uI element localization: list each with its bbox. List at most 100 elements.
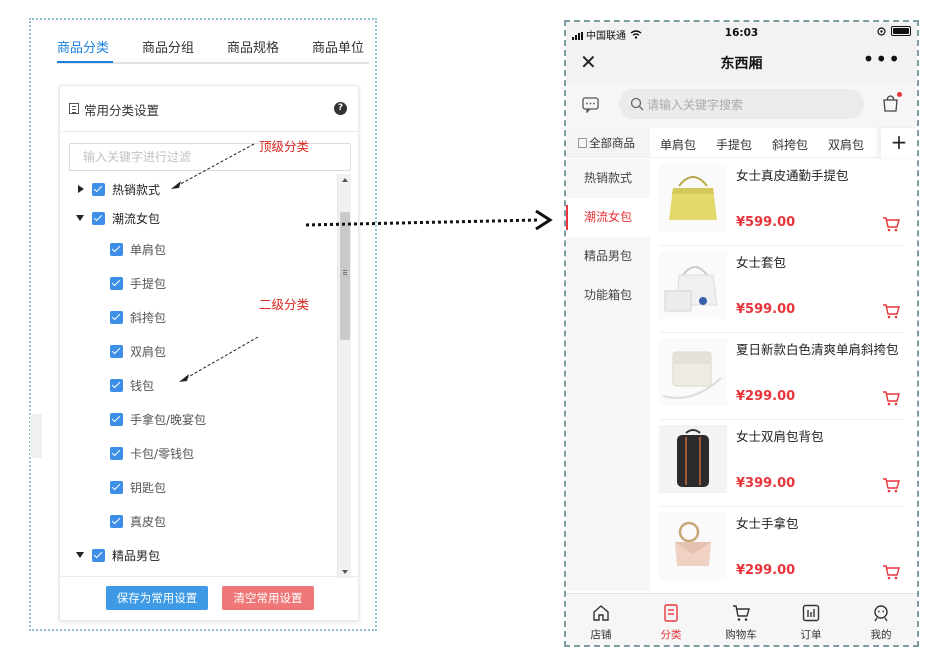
card-footer: 保存为常用设置 清空常用设置	[60, 576, 358, 620]
tab-shoulder-bag[interactable]: 单肩包	[660, 138, 697, 152]
caret-down-icon[interactable]	[76, 213, 86, 223]
tabbar-label: 购物车	[725, 629, 757, 641]
status-bar: 中国联通 16:03	[566, 22, 917, 44]
tabbar-mine[interactable]: 我的	[846, 594, 916, 645]
tab-backpack[interactable]: 双肩包	[828, 138, 865, 152]
tabbar-label: 分类	[660, 629, 682, 641]
tree-node-sub-level[interactable]: 手拿包/晚宴包	[110, 409, 206, 429]
search-icon	[630, 97, 644, 111]
annotation-top-level: 顶级分类	[259, 139, 310, 154]
add-to-cart-icon[interactable]	[882, 216, 900, 232]
add-to-cart-icon[interactable]	[882, 564, 900, 580]
tab-product-spec[interactable]: 商品规格	[227, 41, 280, 56]
tab-crossbody[interactable]: 斜挎包	[772, 138, 809, 152]
tree-node-sub-level[interactable]: 双肩包	[110, 341, 166, 361]
active-indicator	[566, 205, 568, 230]
product-name: 夏日新款白色清爽单肩斜挎包	[736, 342, 899, 357]
checkbox-checked[interactable]	[110, 276, 123, 290]
message-icon[interactable]	[582, 97, 599, 113]
tree-node-sub-level[interactable]: 单肩包	[110, 239, 166, 259]
tree-node-sub-level[interactable]: 斜挎包	[110, 307, 166, 327]
checkbox-checked[interactable]	[110, 412, 123, 426]
search-input[interactable]: 请输入关键字搜索	[619, 89, 864, 119]
sidebar-item-luggage[interactable]: 功能箱包	[583, 288, 632, 302]
add-to-cart-icon[interactable]	[882, 390, 900, 406]
add-to-cart-icon[interactable]	[882, 303, 900, 319]
all-products-tab[interactable]: 全部商品	[566, 128, 650, 158]
checkbox-checked[interactable]	[110, 310, 123, 324]
active-tab-indicator	[57, 61, 113, 63]
tabbar-orders[interactable]: 订单	[776, 594, 846, 645]
wifi-icon	[630, 30, 642, 39]
tree-node-top-level[interactable]: 潮流女包	[76, 208, 160, 228]
tabbar-category[interactable]: 分类	[636, 594, 706, 645]
tabbar-label: 订单	[800, 629, 822, 641]
product-card[interactable]: 女士真皮通勤手提包 ¥599.00	[659, 159, 904, 246]
checkbox-checked[interactable]	[92, 211, 105, 225]
product-name: 女士真皮通勤手提包	[736, 168, 849, 183]
admin-tab-bar: 商品分类 商品分组 商品规格 商品单位	[57, 32, 369, 64]
checkbox-checked[interactable]	[92, 548, 105, 562]
checkbox-checked[interactable]	[92, 182, 105, 196]
sidebar-item-men[interactable]: 精品男包	[583, 249, 632, 263]
mini-program-navbar: ✕ 东西厢 •••	[566, 44, 917, 82]
product-image	[659, 512, 727, 580]
sidebar-item-hot[interactable]: 热销款式	[583, 171, 632, 185]
tab-handbag[interactable]: 手提包	[716, 138, 753, 152]
checkbox-checked[interactable]	[110, 344, 123, 358]
tabbar-label: 我的	[870, 629, 892, 641]
grid-icon	[578, 138, 587, 148]
clear-common-button[interactable]: 清空常用设置	[222, 586, 314, 610]
sidebar-item-women[interactable]: 潮流女包	[566, 198, 650, 237]
checkbox-checked[interactable]	[110, 242, 123, 256]
tree-node-label: 斜挎包	[130, 310, 167, 325]
checkbox-checked[interactable]	[110, 378, 123, 392]
tree-node-sub-level[interactable]: 真皮包	[110, 511, 166, 531]
caret-down-icon[interactable]	[76, 550, 86, 560]
shopping-bag-icon[interactable]	[882, 94, 899, 112]
sidebar-item-label: 潮流女包	[583, 210, 632, 224]
product-image	[659, 164, 727, 232]
tabbar-store[interactable]: 店铺	[566, 594, 636, 645]
help-icon[interactable]: ?	[334, 102, 347, 115]
tree-node-sub-level[interactable]: 钱包	[110, 375, 154, 395]
common-category-card: 常用分类设置 ? 热销款式潮流女包单肩包手提包斜挎包双肩包钱包手拿包/晚宴包卡包…	[59, 85, 359, 621]
close-icon[interactable]: ✕	[580, 50, 597, 74]
category-icon	[664, 604, 678, 622]
scroll-thumb[interactable]	[340, 212, 350, 340]
tree-node-sub-level[interactable]: 卡包/零钱包	[110, 443, 194, 463]
location-lock-icon	[877, 26, 886, 36]
add-to-cart-icon[interactable]	[882, 477, 900, 493]
tabbar-cart[interactable]: 购物车	[706, 594, 776, 645]
product-image	[659, 251, 727, 319]
product-list: 女士真皮通勤手提包 ¥599.00 女士套包 ¥599.00 夏日新款白色清爽单…	[659, 159, 904, 591]
all-products-label: 全部商品	[589, 136, 635, 150]
tree-node-top-level[interactable]: 精品男包	[76, 545, 160, 565]
tab-product-category[interactable]: 商品分类	[57, 41, 110, 56]
checkbox-checked[interactable]	[110, 446, 123, 460]
tree-scrollbar[interactable]	[337, 174, 351, 578]
product-card[interactable]: 女士套包 ¥599.00	[659, 246, 904, 333]
product-card[interactable]: 女士手拿包 ¥299.00	[659, 507, 904, 594]
save-as-common-button[interactable]: 保存为常用设置	[106, 586, 208, 610]
product-card[interactable]: 女士双肩包背包 ¥399.00	[659, 420, 904, 507]
search-placeholder: 请输入关键字搜索	[647, 98, 744, 112]
more-icon[interactable]: •••	[862, 47, 901, 71]
checkbox-checked[interactable]	[110, 480, 123, 494]
scroll-up-arrow-icon[interactable]	[342, 178, 348, 182]
store-title: 东西厢	[720, 56, 763, 72]
product-card[interactable]: 夏日新款白色清爽单肩斜挎包 ¥299.00	[659, 333, 904, 420]
tree-node-label: 钥匙包	[130, 480, 167, 495]
caret-right-icon[interactable]	[76, 184, 86, 194]
tree-node-label: 卡包/零钱包	[130, 446, 195, 461]
checkbox-checked[interactable]	[110, 514, 123, 528]
tab-product-group[interactable]: 商品分组	[142, 41, 195, 56]
add-icon[interactable]: +	[881, 128, 917, 158]
tree-node-sub-level[interactable]: 手提包	[110, 273, 166, 293]
tree-node-label: 双肩包	[130, 344, 167, 359]
scroll-down-arrow-icon[interactable]	[342, 570, 348, 574]
tree-node-top-level[interactable]: 热销款式	[76, 179, 160, 199]
filter-input[interactable]	[69, 143, 351, 171]
tree-node-sub-level[interactable]: 钥匙包	[110, 477, 166, 497]
tab-product-unit[interactable]: 商品单位	[312, 41, 365, 56]
